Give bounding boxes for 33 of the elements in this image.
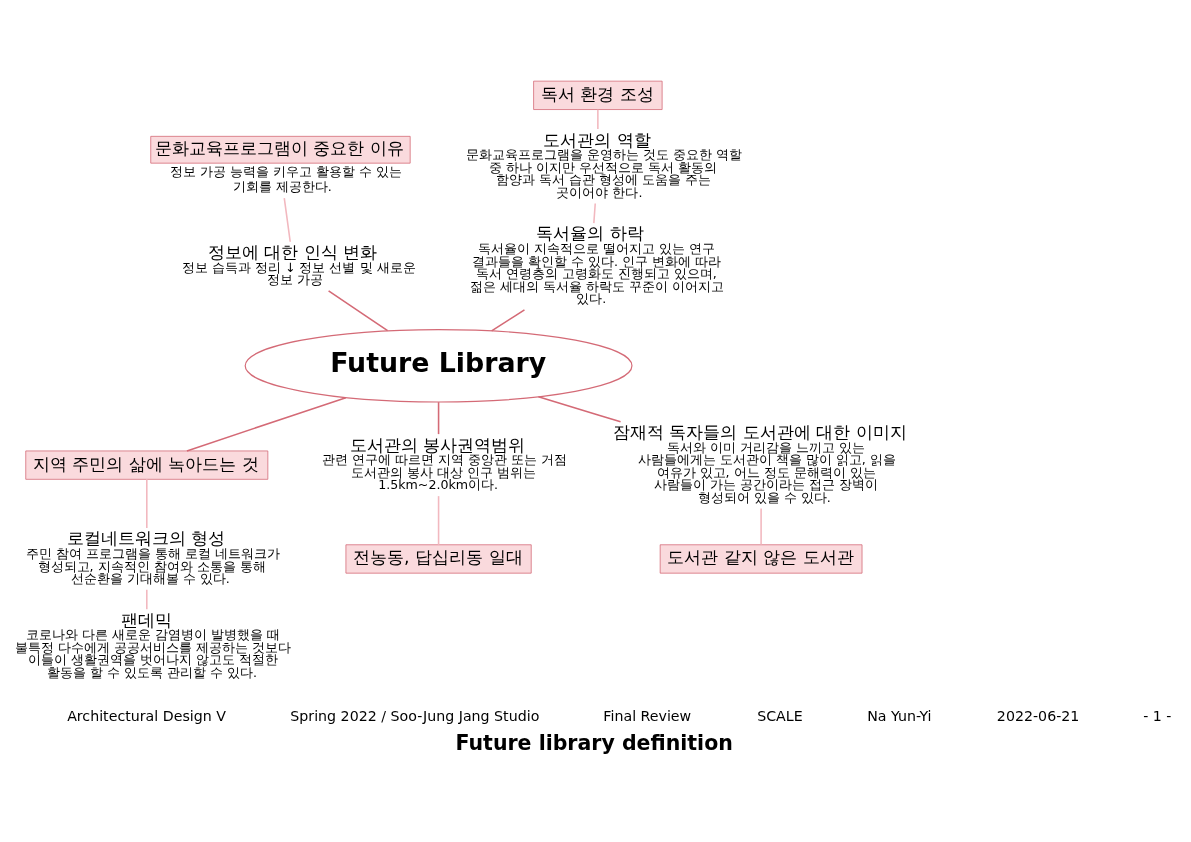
node-box: 지역 주민의 삶에 녹아드는 것 [25,450,269,480]
diagram-title: Future library definition [455,731,733,756]
node-label: 정보 가공 능력을 키우고 활용할 수 있는 기회를 제공한다. [170,164,403,194]
connector [760,507,762,546]
label: Architectural Design V [67,707,226,724]
node-text: 독서율의 하락 독서율이 지속적으로 떨어지고 있는 연구 결과들을 확인할 수 있다. 인구 변화에 따라 독서 연령층의 고령화도 진행되고 있으며, 젊은 세대의 독서율 하락도 꾸준이 이어지고 있다. [469,223,724,307]
connector [597,109,599,130]
node-box: 도서관 같지 않은 도서관 [659,544,863,574]
label: Spring 2022 / Soo-Jung Jang Studio [290,707,540,724]
node-text: 로컬네트워크의 형성 주민 참여 프로그램을 통해 로컬 네트워크가 형성되고, 지속적인 참여와 소통을 통해 선순환을 기대해볼 수 있다. [25,528,280,587]
label: 2022-06-21 [996,707,1080,724]
label: Final Review [603,707,692,724]
label: - 1 - [1143,707,1172,724]
connector [327,290,389,332]
node-text: 잠재적 독자들의 도서관에 대한 이미지 독서와 이미 거리감을 느끼고 있는 사람들에게는 도서관이 책을 많이 읽고, 읽을 여유가 있고, 어느 정도 문해력이 있는 사람들이 가는 공간이라는 접근 장벽이 형성되어 있을 수 있다. [612,422,907,506]
node-box: 전농동, 답십리동 일대 [345,544,532,574]
connector [186,396,347,452]
label: Na Yun-Yi [867,707,932,724]
node-text: 팬데믹 코로나와 다른 새로운 감염병이 발병했을 때 불특정 다수에게 공공서비스를 제공하는 것보다 이들이 생활권역을 벗어나지 않고도 적절한 활동을 할 수 있도록 관리할 수 있다. [15,609,292,681]
connector [437,401,440,435]
connector [146,478,148,529]
node-ellipse: Future Library [244,329,633,403]
connector [437,495,440,546]
label: SCALE [757,707,803,724]
connector [146,589,148,611]
node-text: 정보에 대한 인식 변화 정보 습득과 정리 ↓ 정보 선별 및 새로운 정보 가공 [181,242,416,288]
connector [593,202,597,224]
connector [490,309,526,332]
node-text: 도서관의 역할 문화교육프로그램을 운영하는 것도 중요한 역할 중 하나 이지만 우선적으로 독서 활동의 함양과 독서 습관 형성에 도움을 주는 곳이어야 한다. [466,129,743,200]
connector [537,396,622,423]
connector [283,197,291,243]
node-text: 도서관의 봉사권역범위 관련 연구에 따르면 지역 중앙관 또는 거점 도서관의 봉사 대상 인구 범위는 1.5km~2.0km이다. [322,434,568,493]
node-box: 독서 환경 조성 [533,80,663,110]
